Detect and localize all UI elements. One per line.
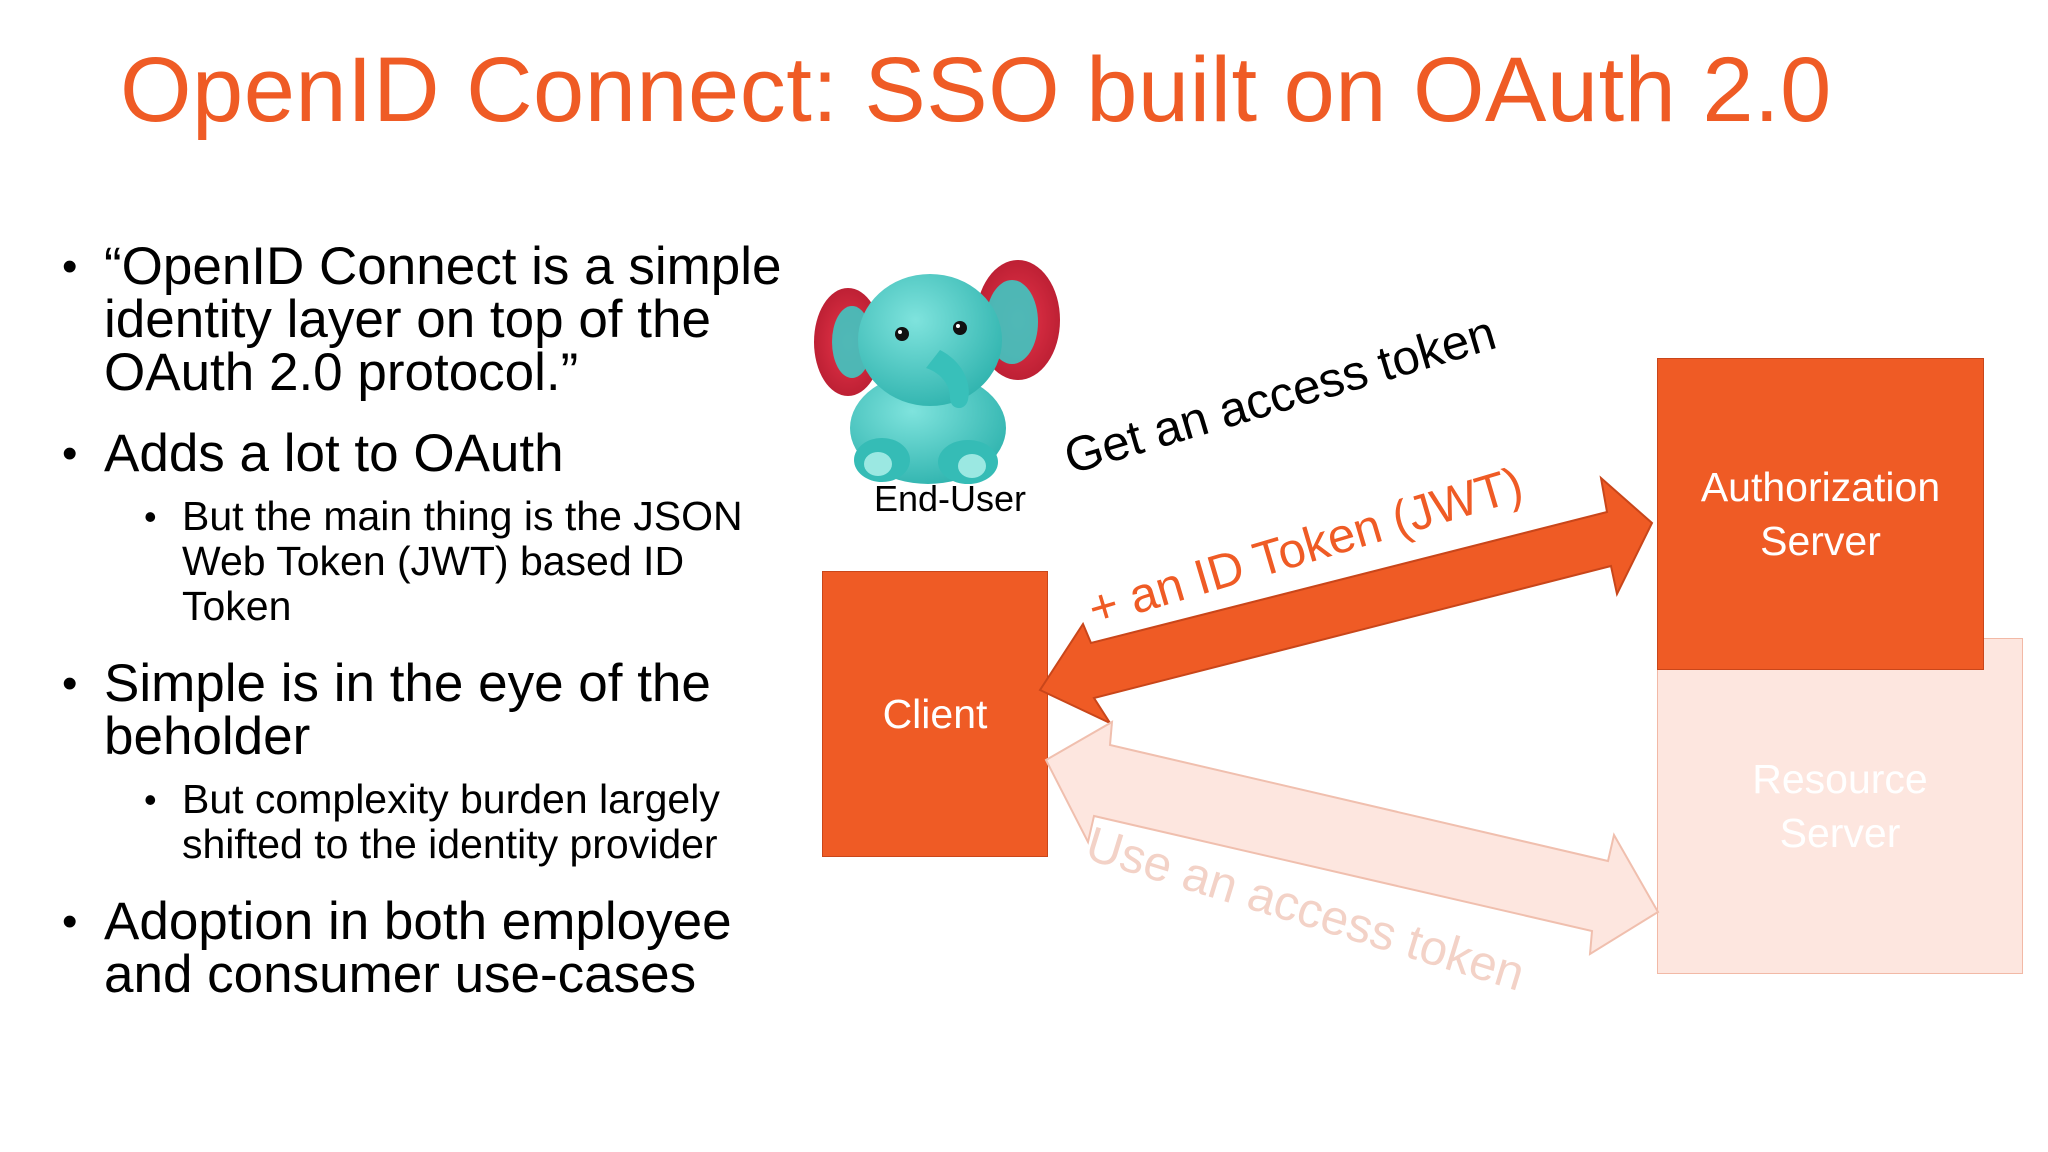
elephant-left-eye-shine: [898, 330, 902, 334]
client-label: Client: [882, 691, 988, 737]
sub-bullet-item: • But the main thing is the JSON Web Tok…: [62, 494, 802, 629]
bullet-text: Adoption in both employee and consumer u…: [104, 892, 732, 1004]
client-box: Client: [822, 571, 1048, 857]
bullet-item: • Adoption in both employee and consumer…: [62, 895, 802, 1001]
elephant-left-eye: [895, 327, 909, 341]
bullet-text: Simple is in the eye of the beholder: [104, 654, 711, 766]
elephant-right-eye-shine: [956, 324, 960, 328]
bullet-dot: •: [62, 897, 78, 946]
authorization-server-label: Authorization Server: [1700, 464, 1941, 564]
sub-bullet-text: But the main thing is the JSON Web Token…: [182, 493, 743, 629]
elephant-right-foot: [958, 454, 986, 478]
elephant-trunk: [926, 350, 969, 409]
bullet-dot: •: [62, 659, 78, 708]
bullet-dot: •: [62, 429, 78, 478]
sub-bullet-dot: •: [144, 496, 157, 537]
authorization-server-box: Authorization Server: [1657, 358, 1984, 670]
elephant-toy-image: [814, 260, 1060, 484]
bullet-text: “OpenID Connect is a simple identity lay…: [104, 237, 782, 402]
bullet-dot: •: [62, 242, 78, 291]
sub-bullet-text: But complexity burden largely shifted to…: [182, 776, 720, 867]
arrow-client-authorization-server: [1038, 475, 1654, 726]
end-user-label: End-User: [873, 478, 1027, 519]
bullet-item: • Simple is in the eye of the beholder: [62, 657, 802, 763]
sub-bullet-item: • But complexity burden largely shifted …: [62, 777, 802, 867]
bullet-item: • Adds a lot to OAuth: [62, 427, 802, 480]
arrow-client-resource-server: [1044, 720, 1660, 956]
elephant-left-foot: [864, 452, 892, 476]
resource-server-label: Resource Server: [1752, 756, 1928, 856]
page-title: OpenID Connect: SSO built on OAuth 2.0: [120, 39, 1832, 141]
bullet-item: • “OpenID Connect is a simple identity l…: [62, 240, 802, 399]
elephant-head: [858, 274, 1002, 406]
sub-bullet-dot: •: [144, 779, 157, 820]
bullet-list: • “OpenID Connect is a simple identity l…: [62, 240, 802, 1029]
elephant-right-eye: [953, 321, 967, 335]
bullet-text: Adds a lot to OAuth: [104, 424, 564, 483]
resource-server-box: Resource Server: [1657, 638, 2023, 974]
